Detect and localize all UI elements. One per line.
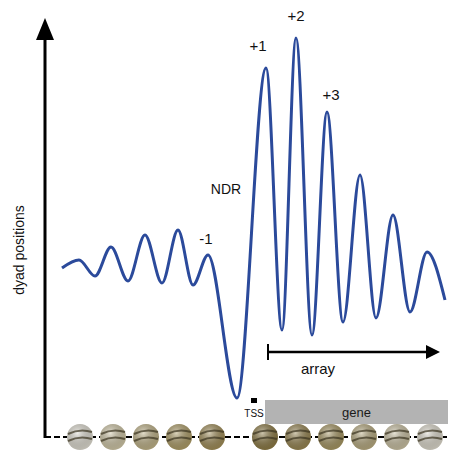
nucleosome-core — [133, 424, 159, 450]
tss-marker — [251, 398, 257, 403]
nucleosome-shade — [199, 424, 225, 450]
region-label: array — [301, 361, 335, 378]
nucleosome-shade — [318, 424, 344, 450]
dna-wrap — [68, 430, 92, 434]
peak-label: +1 — [249, 38, 266, 55]
gene-label: gene — [342, 405, 371, 420]
dna-wrap — [319, 437, 343, 441]
nucleosome — [285, 424, 311, 450]
nucleosome-core — [318, 424, 344, 450]
dna-wrap — [167, 437, 191, 441]
dna-wrap — [167, 430, 191, 434]
dna-wrap — [286, 430, 310, 434]
nucleosome — [133, 424, 159, 450]
dna-wrap — [352, 437, 376, 441]
nucleosome-shade — [252, 424, 278, 450]
peak-label: -1 — [199, 231, 212, 248]
array-arrowhead — [426, 345, 440, 359]
nucleosome-core — [100, 424, 126, 450]
nucleosome-shade — [133, 424, 159, 450]
dna-wrap — [286, 437, 310, 441]
nucleosome-core — [252, 424, 278, 450]
nucleosome — [166, 424, 192, 450]
peak-label: +2 — [287, 8, 304, 25]
nucleosome-core — [351, 424, 377, 450]
nucleosome-shade — [384, 424, 410, 450]
nucleosome-core — [285, 424, 311, 450]
dna-wrap — [253, 437, 277, 441]
gene-band: gene — [265, 400, 448, 424]
y-axis — [44, 34, 47, 438]
nucleosome — [199, 424, 225, 450]
nucleosome-shade — [67, 424, 93, 450]
dna-wrap — [101, 437, 125, 441]
nucleosome-shade — [285, 424, 311, 450]
nucleosome — [67, 424, 93, 450]
nucleosome-core — [417, 424, 443, 450]
dna-wrap — [200, 430, 224, 434]
dna-wrap — [134, 430, 158, 434]
dna-wrap — [385, 430, 409, 434]
dyad-curve — [62, 38, 445, 398]
region-label: NDR — [211, 182, 241, 197]
dna-wrap — [200, 437, 224, 441]
dna-wrap — [253, 430, 277, 434]
axis-label: dyad positions — [12, 205, 27, 295]
dna-wrap — [319, 430, 343, 434]
tss-label: TSS — [244, 408, 263, 419]
nucleosome — [384, 424, 410, 450]
nucleosome-shade — [166, 424, 192, 450]
nucleosome-core — [384, 424, 410, 450]
dna-wrap — [134, 437, 158, 441]
nucleosome-shade — [100, 424, 126, 450]
dna-wrap — [418, 437, 442, 441]
dna-wrap — [418, 430, 442, 434]
array-arrow — [268, 351, 428, 354]
nucleosome-shade — [351, 424, 377, 450]
peak-label: +3 — [322, 87, 339, 104]
dna-wrap — [352, 430, 376, 434]
nucleosome — [318, 424, 344, 450]
nucleosome-core — [166, 424, 192, 450]
dna-wrap — [68, 437, 92, 441]
nucleosome-core — [67, 424, 93, 450]
nucleosome — [351, 424, 377, 450]
nucleosome — [100, 424, 126, 450]
dna-wrap — [385, 437, 409, 441]
axis-arrowhead — [36, 18, 54, 40]
dna-wrap — [101, 430, 125, 434]
nucleosome-shade — [417, 424, 443, 450]
nucleosome — [417, 424, 443, 450]
nucleosome — [252, 424, 278, 450]
nucleosome-core — [199, 424, 225, 450]
